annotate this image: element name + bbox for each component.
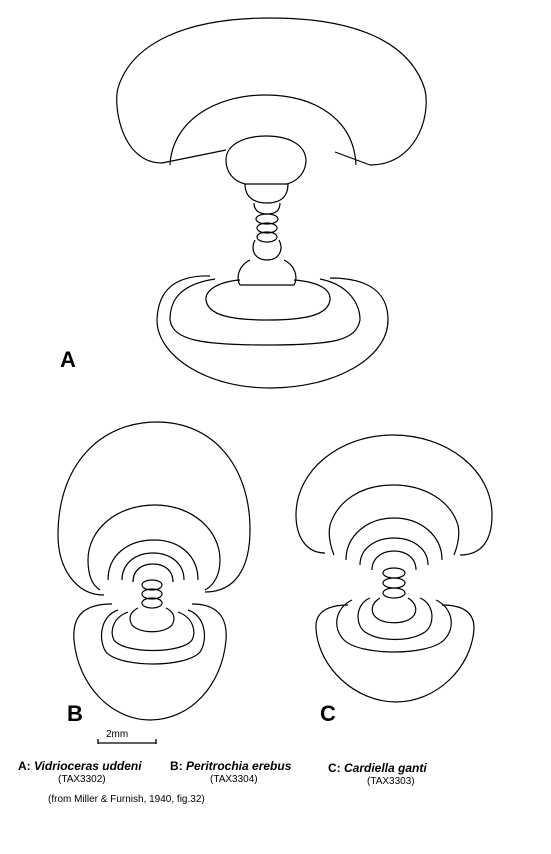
caption-a-species: Vidrioceras uddeni bbox=[34, 759, 142, 773]
figure-a-inner-whorl-2 bbox=[256, 222, 278, 234]
figure-b-whorl-upper-3 bbox=[107, 539, 199, 581]
caption-b: B: Peritrochia erebus bbox=[170, 759, 291, 773]
caption-source: (from Miller & Furnish, 1940, fig.32) bbox=[48, 794, 205, 805]
figure-a-whorl-lower-5 bbox=[252, 239, 282, 261]
figure-c-whorl-lower-3 bbox=[357, 597, 433, 641]
figure-c-whorl-upper-4 bbox=[359, 537, 429, 566]
caption-a-code: (TAX3302) bbox=[58, 774, 106, 785]
scale-bar bbox=[97, 739, 157, 744]
figure-b-label: B bbox=[67, 701, 83, 726]
figure-c-whorl-lower-2 bbox=[336, 599, 452, 653]
figure-b-whorl-upper-2 bbox=[87, 504, 221, 591]
figure-c-inner-whorl-2 bbox=[382, 577, 406, 589]
figure-a-whorl-upper-3 bbox=[225, 135, 307, 185]
caption-a: A: Vidrioceras uddeni bbox=[18, 759, 142, 773]
caption-a-prefix: A: bbox=[18, 759, 34, 773]
caption-c-species: Cardiella ganti bbox=[344, 761, 427, 775]
figure-b-inner-whorl-2 bbox=[141, 588, 163, 600]
figure-c-cross-section bbox=[295, 434, 493, 703]
figure-c-inner-whorl-3 bbox=[382, 587, 406, 599]
figure-c-whorl-upper-3 bbox=[345, 517, 443, 561]
figure-b-whorl-upper-outer bbox=[57, 421, 251, 596]
figure-b-whorl-upper-4 bbox=[121, 552, 185, 581]
figure-a-cross-section bbox=[116, 17, 427, 389]
caption-b-code: (TAX3304) bbox=[210, 774, 258, 785]
figure-a-whorl-upper-5 bbox=[253, 202, 281, 215]
figure-a-whorl-lower-2 bbox=[169, 278, 361, 346]
caption-b-prefix: B: bbox=[170, 759, 186, 773]
figure-c-label: C bbox=[320, 701, 336, 726]
figure-b-cross-section bbox=[57, 421, 251, 721]
figure-c-whorl-lower-4 bbox=[371, 597, 417, 624]
caption-c-code: (TAX3303) bbox=[367, 776, 415, 787]
figure-c-whorl-upper-5 bbox=[371, 550, 417, 571]
scale-bar-label: 2mm bbox=[106, 729, 129, 740]
figure-c-whorl-upper-2 bbox=[328, 484, 460, 556]
caption-c: C: Cardiella ganti bbox=[328, 761, 427, 775]
figure-b-whorl-lower-outer bbox=[73, 603, 227, 721]
caption-b-species: Peritrochia erebus bbox=[186, 759, 292, 773]
figure-a-label: A bbox=[60, 347, 76, 372]
figure-a-whorl-upper-outer bbox=[116, 17, 427, 166]
figure-a-whorl-lower-4 bbox=[237, 259, 297, 286]
figure-b-whorl-lower-1 bbox=[100, 609, 206, 665]
figure-a-whorl-upper-2 bbox=[169, 94, 357, 166]
figure-a-whorl-lower-3 bbox=[205, 279, 331, 321]
figure-b-whorl-lower-3 bbox=[129, 607, 175, 633]
figure-b-inner-whorl-1 bbox=[141, 579, 163, 591]
figure-a-inner-whorl-1 bbox=[255, 213, 279, 225]
figure-c-inner-whorl-1 bbox=[382, 567, 406, 579]
figure-c-whorl-upper-outer bbox=[295, 434, 493, 556]
figure-a-inner-whorl-3 bbox=[256, 231, 278, 243]
figure-a-whorl-upper-4 bbox=[244, 183, 289, 204]
figure-c-whorl-lower-outer bbox=[315, 604, 475, 703]
figure-b-whorl-upper-5 bbox=[132, 563, 174, 583]
figure-b-whorl-lower-2 bbox=[111, 611, 195, 652]
caption-c-prefix: C: bbox=[328, 761, 344, 775]
figure-a-whorl-lower-outer bbox=[156, 275, 389, 389]
figure-b-inner-whorl-3 bbox=[141, 597, 163, 609]
